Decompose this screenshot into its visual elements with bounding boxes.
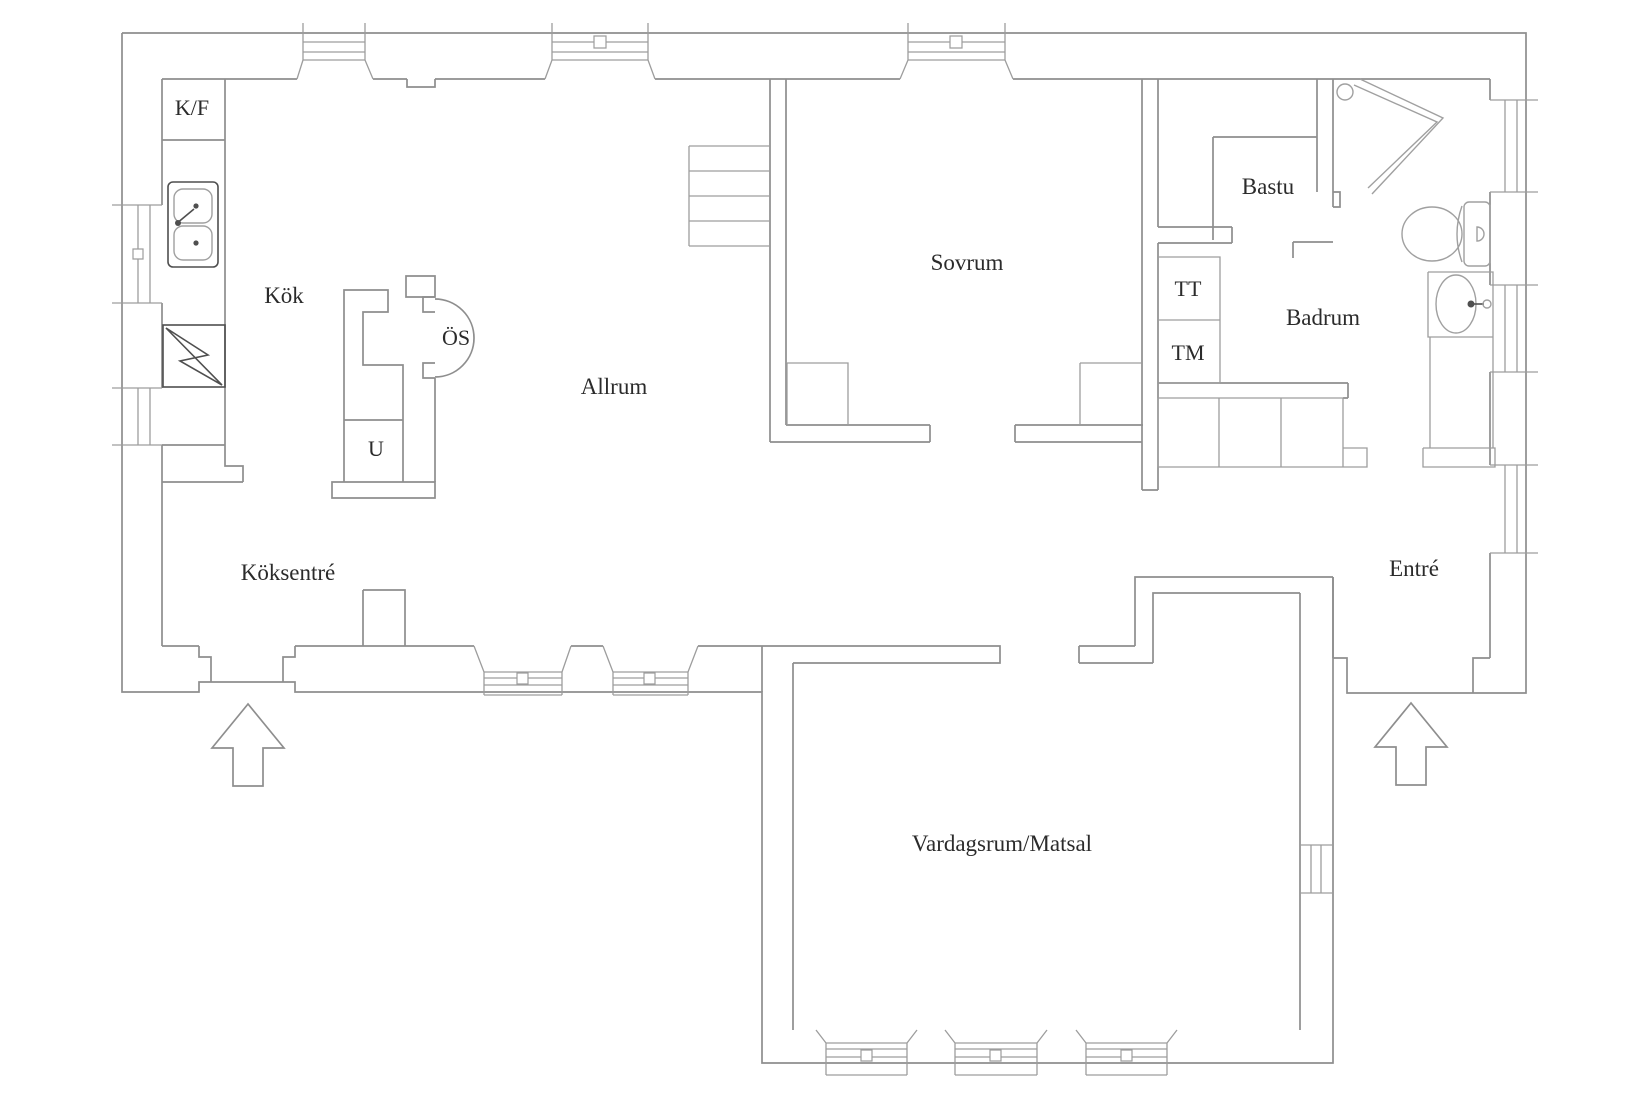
exterior-wall-outline: [121, 32, 1527, 1064]
exterior-wall-inner-edges: [161, 78, 1491, 693]
shower-drain: [1336, 83, 1354, 101]
room-label-bastu: Bastu: [1242, 174, 1295, 199]
window-symbols: [112, 23, 1538, 1076]
sink-outline: [167, 181, 219, 268]
stairs-icon: [688, 145, 770, 247]
room-label-tm: TM: [1172, 340, 1205, 365]
toilet-flush-button: [1476, 226, 1485, 242]
toilet-bowl: [1401, 206, 1463, 262]
room-label-allrum: Allrum: [581, 374, 648, 399]
chimney-mass: [331, 275, 436, 499]
entrance-arrow-icon-left: [210, 702, 286, 787]
corner-shower-icon: [1336, 78, 1445, 195]
washbasin-icon: [1435, 274, 1492, 334]
toilet-icon: [1401, 201, 1491, 267]
room-label-os: ÖS: [442, 325, 470, 350]
room-label-entre: Entré: [1389, 556, 1439, 581]
basin-faucet-base: [1467, 300, 1475, 308]
shower-glass-walls: [1353, 78, 1445, 195]
room-label-koksentre: Köksentré: [241, 560, 336, 585]
room-label-u: U: [368, 436, 384, 461]
room-label-badrum: Badrum: [1286, 305, 1360, 330]
sink-drain-bottom: [193, 240, 199, 246]
entrance-arrow-icon-right: [1373, 701, 1449, 786]
sink-faucet-base: [175, 220, 181, 226]
window-handle-squares: [132, 35, 1133, 1062]
sink-bowl-bottom: [173, 225, 213, 261]
toilet-seat-edge: [1456, 205, 1463, 263]
basin-faucet-knob: [1482, 299, 1492, 309]
closets-and-cabinets: [786, 256, 1496, 468]
interior-walls: [162, 79, 1349, 1030]
room-label-vardagsrum: Vardagsrum/Matsal: [912, 831, 1092, 856]
stove-outline: [162, 324, 226, 388]
sink-bowl-top: [173, 188, 213, 224]
room-label-kok: Kök: [264, 283, 304, 308]
stove-icon: [162, 324, 226, 388]
toilet-tank: [1463, 201, 1491, 267]
room-label-kf: K/F: [175, 95, 209, 120]
fireplace-hearth-icon: [422, 296, 475, 482]
stove-lightning-glyph: [165, 327, 223, 386]
room-label-tt: TT: [1175, 276, 1202, 301]
chimney-fireplace: [331, 275, 475, 499]
sink-drain-top: [193, 203, 199, 209]
kitchen-sink-icon: [167, 181, 219, 268]
room-label-sovrum: Sovrum: [931, 250, 1004, 275]
